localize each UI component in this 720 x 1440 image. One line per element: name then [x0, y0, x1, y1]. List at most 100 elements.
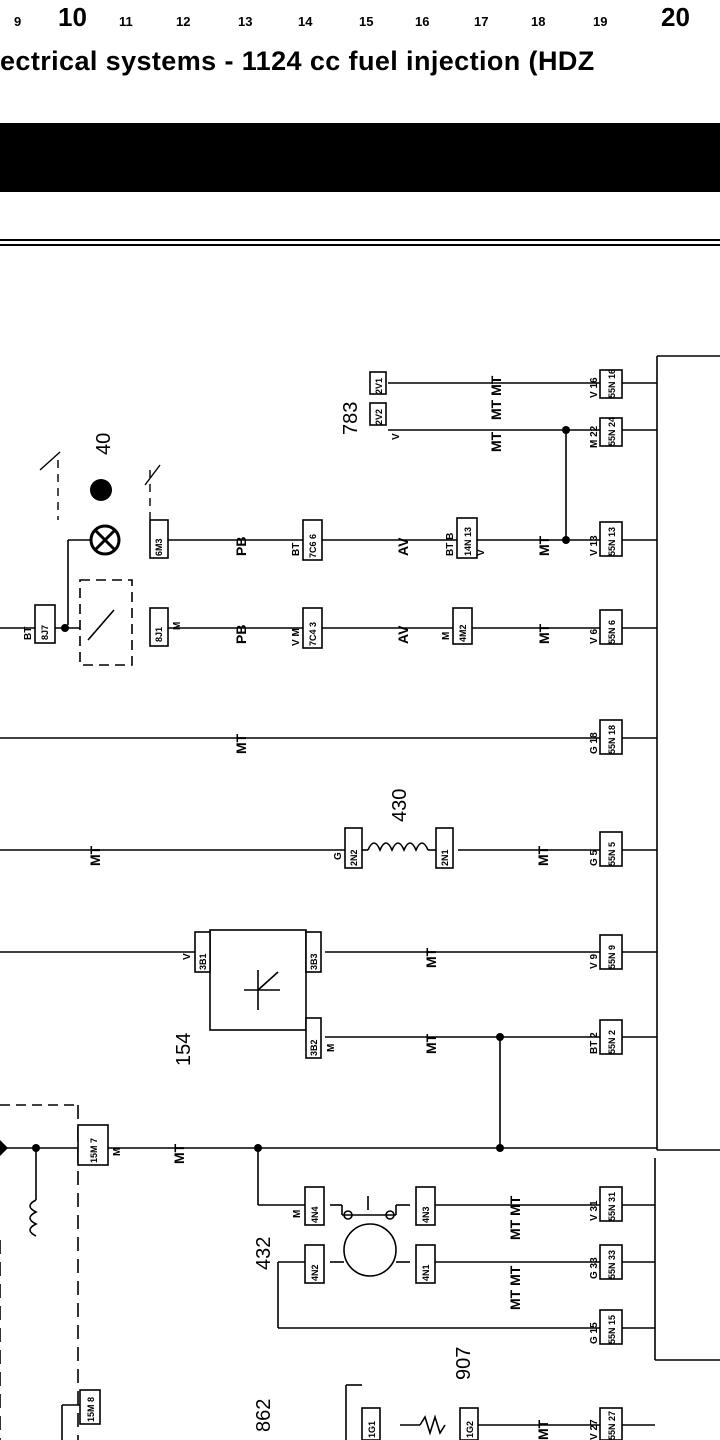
pin-mark-v31: V 31	[589, 1200, 600, 1221]
connector-55n-16: 55N 16	[607, 369, 617, 398]
pin-mark-v6: V 6	[589, 629, 600, 644]
header-band	[0, 123, 720, 192]
connector-1g1: 1G1	[367, 1421, 377, 1438]
pin-mark-m-3b2: M	[326, 1044, 337, 1052]
connector-15m-7: 15M 7	[89, 1138, 99, 1163]
connector-55n-24: 55N 24	[607, 417, 617, 446]
connector-3b3: 3B3	[309, 953, 319, 970]
pin-mark-v9: V 9	[589, 954, 600, 969]
pin-mark-v13: V 13	[589, 535, 600, 556]
wire-code-mt-main: MT	[171, 1143, 187, 1164]
component-862: 862	[253, 1399, 275, 1432]
wire-code-mt-907: MT	[535, 1419, 551, 1440]
connector-14n-13: 14N 13	[463, 527, 473, 556]
wire-code-mt-gauge: MT	[536, 623, 552, 644]
connector-3b1: 3B1	[198, 953, 208, 970]
connector-55n-18: 55N 18	[607, 725, 617, 754]
connector-4n4: 4N4	[310, 1206, 320, 1223]
column-number-18: 18	[531, 14, 546, 29]
pin-mark-v27: V 27	[589, 1419, 600, 1440]
component-40: 40	[93, 433, 115, 455]
connector-1g2: 1G2	[465, 1421, 475, 1438]
pin-mark-g5: G 5	[589, 849, 600, 866]
wire-code-mt-154a: MT	[423, 947, 439, 968]
wire-code-mtmt-783: MT MT	[488, 375, 504, 420]
pin-mark-v-14n: V	[476, 549, 487, 556]
component-783: 783	[340, 402, 362, 435]
wire-code-mt-18: MT	[233, 733, 249, 754]
column-number-20: 20	[661, 2, 690, 32]
connector-2v1: 2V1	[374, 378, 384, 394]
connector-55n-9: 55N 9	[607, 945, 617, 969]
wire-code-mt-40: MT	[536, 535, 552, 556]
connector-4m2: 4M2	[458, 624, 468, 642]
column-number-11: 11	[119, 14, 133, 29]
divider-rule-bottom	[0, 244, 720, 246]
pin-mark-bt2: BT 2	[589, 1032, 600, 1054]
connector-7c6: 7C6 6	[308, 534, 318, 558]
connector-55n-33: 55N 33	[607, 1250, 617, 1279]
component-907: 907	[453, 1347, 475, 1380]
pin-mark-m-15m: M	[112, 1148, 123, 1156]
column-number-9: 9	[14, 14, 22, 29]
pin-mark-m22: M 22	[589, 425, 600, 448]
pin-mark-m-4n4: M	[292, 1210, 303, 1218]
pin-mark-g18: G 18	[589, 732, 600, 754]
wire-code-pb-40: PB	[233, 537, 249, 556]
wire-code-mt-430a: MT	[87, 845, 103, 866]
connector-2n1: 2N1	[440, 849, 450, 866]
pin-mark-vm-7c4: V M	[291, 628, 302, 646]
column-number-17: 17	[474, 14, 489, 29]
page-title: ectrical systems - 1124 cc fuel injectio…	[0, 46, 595, 76]
wire-code-av-40: AV	[395, 537, 411, 556]
column-number-12: 12	[176, 14, 191, 29]
wire-code-mt-432b: MT MT	[507, 1265, 523, 1310]
connector-55n-6: 55N 6	[607, 620, 617, 644]
pin-mark-v16: V 16	[589, 377, 600, 398]
pin-mark-g33: G 33	[589, 1257, 600, 1279]
column-number-14: 14	[298, 14, 313, 29]
column-number-10: 10	[58, 2, 87, 32]
pin-mark-m-8j1: M	[172, 622, 183, 630]
wire-code-av-gauge: AV	[395, 625, 411, 644]
warning-lamp-symbol	[39, 451, 161, 556]
pin-mark-bt-7c6: BT	[291, 543, 302, 556]
connector-8j7: 8J7	[40, 625, 50, 640]
column-number-15: 15	[359, 14, 374, 29]
pin-mark-m-4m2: M	[441, 632, 452, 640]
connector-55n-5: 55N 5	[607, 842, 617, 866]
component-154: 154	[173, 1033, 195, 1066]
connector-55n-27: 55N 27	[607, 1411, 617, 1440]
wire-code-mt-154b: MT	[423, 1033, 439, 1054]
connector-55n-2: 55N 2	[607, 1030, 617, 1054]
connector-55n-15: 55N 15	[607, 1315, 617, 1344]
connector-55n-13: 55N 13	[607, 527, 617, 556]
connector-55n-31: 55N 31	[607, 1192, 617, 1221]
connector-4n2: 4N2	[310, 1264, 320, 1281]
connector-15m-8: 15M 8	[86, 1397, 96, 1422]
divider-rule-top	[0, 239, 720, 241]
column-number-19: 19	[593, 14, 608, 29]
pin-mark-btb-14n: BT B	[445, 533, 456, 556]
connector-2v2: 2V2	[374, 409, 384, 425]
connector-7c4: 7C4 3	[308, 622, 318, 646]
wire-code-mt-430b: MT	[535, 845, 551, 866]
wire-code-pb-gauge: PB	[233, 625, 249, 644]
connector-4n1: 4N1	[421, 1264, 431, 1281]
wire-code-mt-432a: MT MT	[507, 1195, 523, 1240]
pin-mark-g15: G 15	[589, 1322, 600, 1344]
connector-2n2: 2N2	[349, 849, 359, 866]
pin-mark-v-3b1: V	[182, 953, 193, 960]
connector-6m3: 6M3	[154, 538, 164, 556]
pin-mark-v-2v2: V	[391, 433, 402, 440]
pin-mark-bt-8j7: BT	[23, 627, 34, 640]
pin-mark-g-2n2: G	[333, 852, 344, 860]
connector-3b2: 3B2	[309, 1039, 319, 1056]
column-number-16: 16	[415, 14, 430, 29]
component-432: 432	[253, 1237, 275, 1270]
column-number-13: 13	[238, 14, 253, 29]
connector-4n3: 4N3	[421, 1206, 431, 1223]
connector-8j1: 8J1	[154, 627, 164, 642]
component-430: 430	[389, 789, 411, 822]
